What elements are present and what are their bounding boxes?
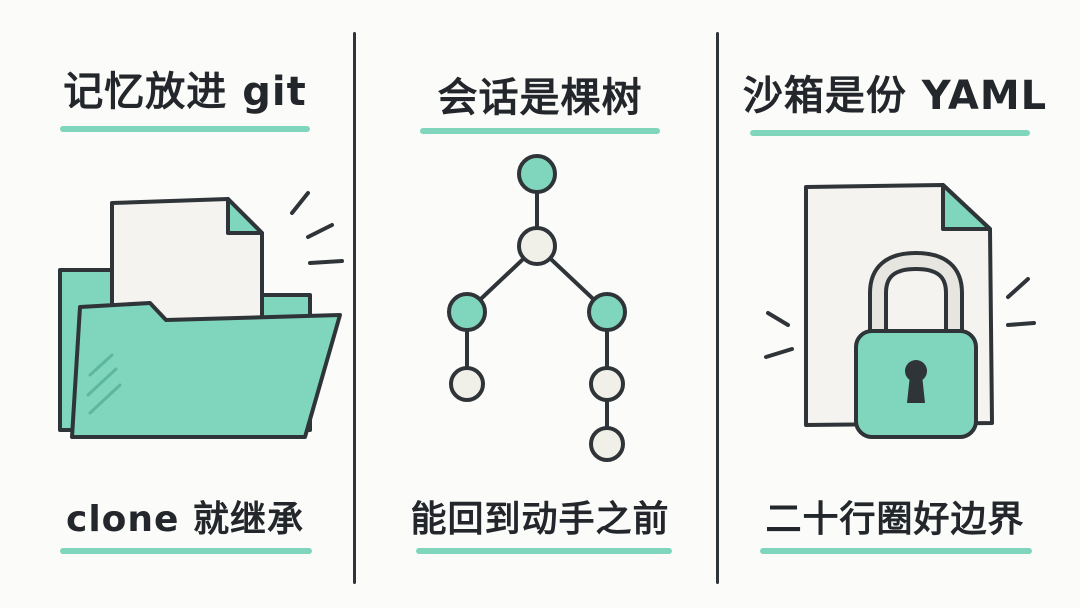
panel-title: 沙箱是份 YAML (742, 73, 1048, 119)
panel-sandbox-yaml: 沙箱是份 YAML 二十行圈好边界 (730, 0, 1060, 608)
tree-node-left-leaf (449, 366, 485, 402)
panel-memory-git: 记忆放进 git clone 就继承 (30, 0, 344, 608)
folder-with-document-icon (58, 191, 344, 439)
panel-session-tree: 会话是棵树 能回到动手之前 (380, 0, 700, 608)
panel-caption: 能回到动手之前 (410, 499, 670, 540)
panel-title: 会话是棵树 (437, 75, 643, 121)
tree-node-branch (517, 226, 557, 266)
tree-graph-icon (447, 154, 627, 462)
tree-node-right-leaf (589, 426, 625, 462)
caption-underline (760, 548, 1032, 554)
panel-divider-left (353, 32, 356, 584)
caption-underline (60, 548, 312, 554)
tree-node-right-child (589, 366, 625, 402)
panel-title: 记忆放进 git (63, 69, 307, 115)
panel-divider-right (716, 32, 719, 584)
panel-caption: clone 就继承 (66, 499, 304, 540)
document-with-lock-icon (764, 183, 1036, 439)
tree-node-right (587, 292, 627, 332)
title-underline (60, 126, 310, 132)
title-underline (750, 130, 1030, 136)
title-underline (420, 128, 660, 134)
panel-caption: 二十行圈好边界 (765, 499, 1025, 540)
tree-node-left (447, 292, 487, 332)
tree-node-root (517, 154, 557, 194)
caption-underline (416, 548, 672, 554)
